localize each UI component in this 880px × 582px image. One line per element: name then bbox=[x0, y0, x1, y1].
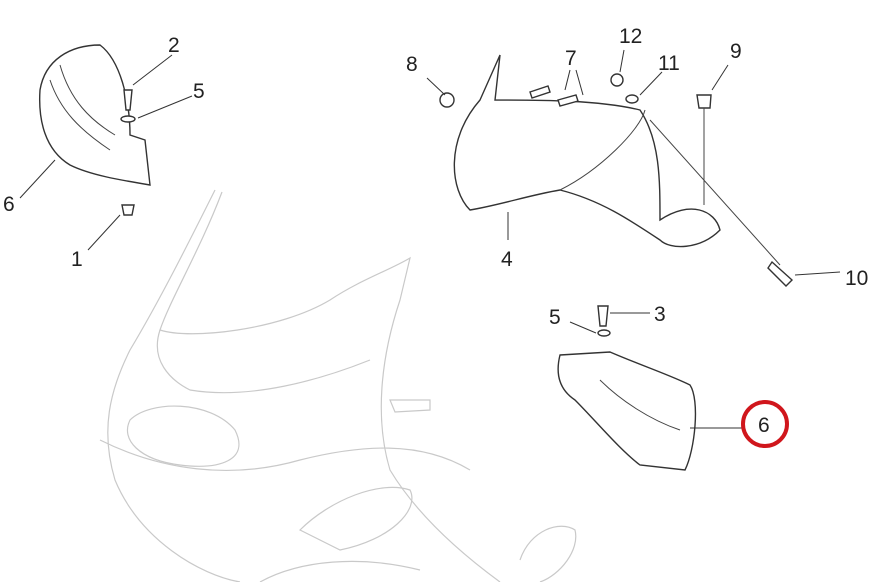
callout-1: 1 bbox=[71, 248, 83, 271]
callout-8: 8 bbox=[406, 53, 418, 76]
callout-6: 6 bbox=[3, 193, 15, 216]
front-mudguard-part bbox=[426, 49, 841, 287]
callout-12: 12 bbox=[619, 25, 642, 48]
callout-10: 10 bbox=[845, 267, 868, 290]
callout-9: 9 bbox=[730, 40, 742, 63]
callout-2: 2 bbox=[168, 34, 180, 57]
callout-5: 5 bbox=[193, 80, 205, 103]
callout-11: 11 bbox=[658, 52, 680, 75]
callout-7: 7 bbox=[565, 47, 577, 70]
callout-5-right: 5 bbox=[549, 306, 561, 329]
callout-4: 4 bbox=[501, 248, 513, 271]
callout-3: 3 bbox=[654, 303, 666, 326]
highlight-circle bbox=[741, 400, 789, 448]
fairing-outline bbox=[99, 189, 577, 582]
right-mirror-part bbox=[557, 305, 742, 471]
left-mirror-part bbox=[19, 44, 193, 251]
callout-6-highlighted: 6 bbox=[758, 414, 770, 437]
